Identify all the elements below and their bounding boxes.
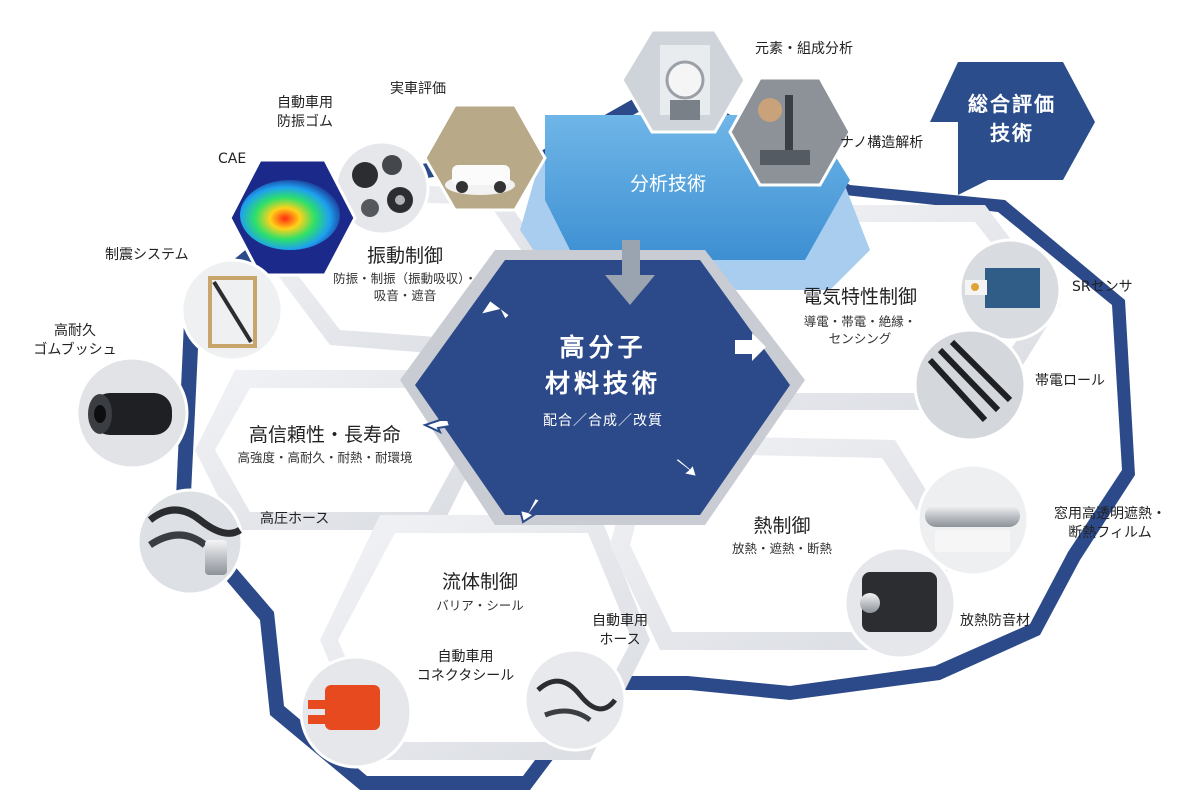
arrow-to-heat — [673, 456, 699, 479]
label-sr-sensor: SRセンサ — [1072, 279, 1133, 295]
label-window-film-2: 断熱フィルム — [1068, 524, 1152, 541]
label-window-film-1: 窓用高透明遮熱・ — [1054, 506, 1166, 522]
cell-reliability-inner — [215, 388, 462, 512]
label-cae: CAE — [218, 151, 247, 167]
label-connector-seal-2: コネクタシール — [416, 667, 515, 684]
arrow-to-reliability — [422, 419, 452, 435]
label-connector-seal: 自動車用 コネクタシール — [408, 648, 523, 686]
label-heat-material: 放熱防音材 — [960, 613, 1030, 629]
test-car-icon[interactable] — [423, 103, 547, 212]
reliability-title: 高信頼性・長寿命 — [248, 424, 401, 446]
roll-icon[interactable] — [913, 328, 1027, 442]
sensor-sheet-icon[interactable] — [958, 238, 1062, 342]
label-auto-hose: 自動車用 ホース — [580, 612, 660, 650]
arrow-from-analysis — [605, 240, 655, 305]
center-line1: 高分子 — [559, 333, 647, 362]
electric-sub2: センシング — [828, 330, 892, 346]
arrow-to-vibration — [477, 298, 512, 322]
damper-frame-icon[interactable] — [180, 258, 284, 362]
label-elemental-analysis: 元素・組成分析 — [755, 41, 853, 57]
analysis-title: 分析技術 — [630, 173, 707, 195]
label-bushing-2: ゴムブッシュ — [33, 341, 117, 358]
center-line2: 材料技術 — [544, 369, 661, 399]
label-auto-rubber-1: 自動車用 — [277, 95, 333, 111]
label-connector-seal-1: 自動車用 — [437, 649, 494, 665]
label-hose: 高圧ホース — [260, 511, 330, 527]
film-roll-icon[interactable] — [916, 463, 1030, 577]
cae-heatmap-icon[interactable] — [228, 158, 357, 277]
badge-line1: 総合評価 — [968, 92, 1056, 116]
heat-sub: 放熱・遮熱・断熱 — [731, 541, 832, 556]
label-charge-roll: 帯電ロール — [1035, 373, 1105, 389]
vibration-title: 振動制御 — [366, 245, 443, 267]
label-auto-hose-1: 自動車用 — [592, 613, 648, 629]
heat-block-icon[interactable] — [843, 546, 957, 660]
center-sub: 配合／合成／改質 — [543, 413, 663, 429]
fluid-title: 流体制御 — [441, 571, 518, 593]
heat-title: 熱制御 — [753, 515, 811, 537]
analysis-instrument-icon[interactable] — [620, 28, 747, 134]
vibration-sub1: 防振・制振（振動吸収）・ — [333, 271, 477, 286]
connector-seal-icon[interactable] — [299, 655, 413, 769]
cell-center[interactable] — [415, 260, 790, 515]
vibration-sub: 防振・制振（振動吸収）・ 吸音・遮音 — [325, 271, 485, 305]
microscope-icon[interactable] — [728, 76, 852, 187]
label-vehicle-eval: 実車評価 — [390, 81, 446, 97]
auto-hose-icon[interactable] — [523, 648, 627, 752]
badge-label: 総合評価 技術 — [962, 90, 1062, 148]
arrow-to-fluid — [518, 496, 542, 524]
electric-title: 電気特性制御 — [802, 286, 917, 308]
label-nano-analysis: ナノ構造解析 — [840, 135, 924, 151]
label-auto-rubber: 自動車用 防振ゴム — [260, 94, 350, 132]
label-bushing-1: 高耐久 — [54, 323, 96, 339]
arrow-to-electric — [735, 333, 766, 361]
label-auto-hose-2: ホース — [599, 631, 641, 648]
bushing-icon[interactable] — [75, 356, 189, 470]
fluid-sub: バリア・シール — [436, 598, 524, 613]
label-window-film: 窓用高透明遮熱・ 断熱フィルム — [1040, 505, 1180, 543]
pressure-hose-icon[interactable] — [136, 488, 244, 596]
center-title: 高分子 材料技術 — [508, 330, 698, 403]
electric-sub: 導電・帯電・絶縁・ センシング — [780, 314, 940, 348]
label-bushing: 高耐久 ゴムブッシュ — [25, 322, 125, 360]
rubber-mount-icon[interactable] — [334, 140, 430, 236]
label-auto-rubber-2: 防振ゴム — [277, 113, 333, 130]
reliability-sub: 高強度・高耐久・耐熱・耐環境 — [237, 450, 413, 465]
label-damping-system: 制震システム — [105, 247, 189, 263]
electric-sub1: 導電・帯電・絶縁・ — [803, 314, 917, 329]
badge-hex — [930, 62, 1095, 195]
badge-line2: 技術 — [990, 121, 1034, 145]
vibration-sub2: 吸音・遮音 — [373, 287, 437, 303]
